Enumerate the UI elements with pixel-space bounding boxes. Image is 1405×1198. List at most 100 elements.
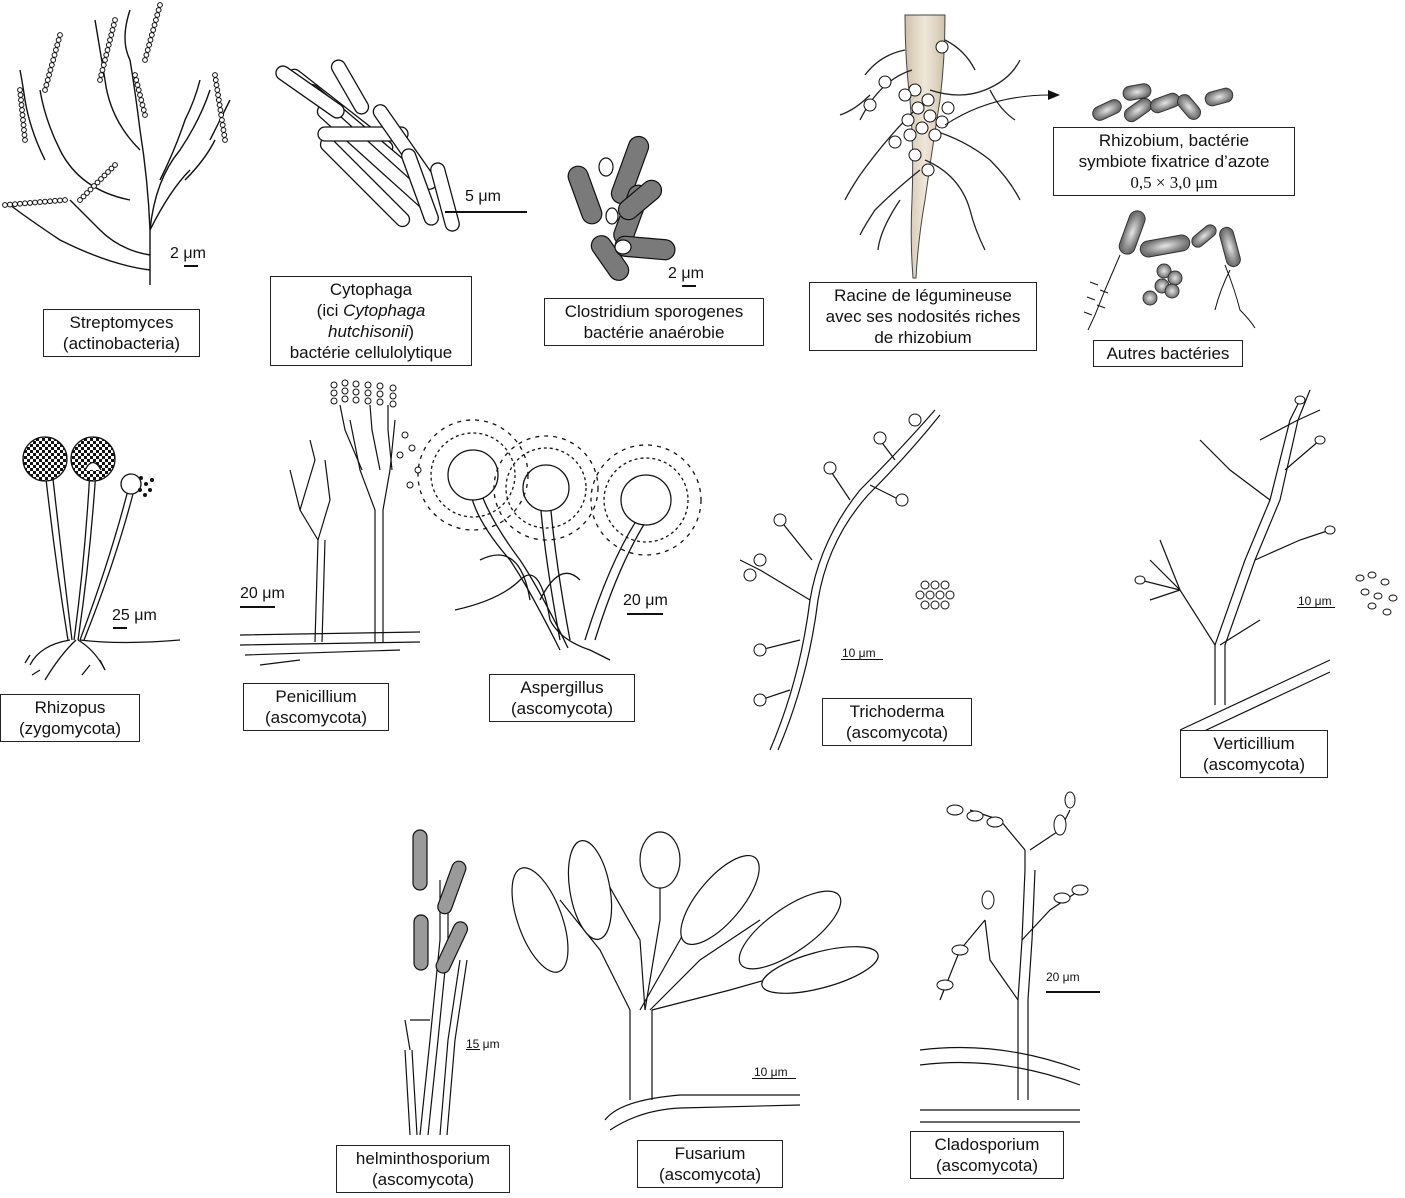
other-bacteria-label: Autres bactéries	[1093, 340, 1243, 367]
spore	[8, 202, 13, 207]
rhizopus-label-line1: Rhizopus	[7, 697, 133, 718]
spore	[20, 113, 25, 118]
spore	[48, 68, 53, 73]
aspergillus-scale-bar	[627, 613, 663, 615]
trichoderma-label-line1: Trichoderma	[829, 701, 965, 722]
spore	[44, 83, 49, 88]
verticillium-label-line2: (ascomycota)	[1187, 754, 1321, 775]
fusarium-drawing	[501, 832, 883, 1130]
streptomyces-label-line2: (actinobacteria)	[50, 333, 193, 354]
spore	[23, 201, 28, 206]
trichoderma-scale-bar	[841, 659, 883, 660]
rhizopus-scale-bar	[113, 627, 127, 629]
rhizopus-label: Rhizopus (zygomycota)	[0, 694, 140, 742]
fusarium-label-line1: Fusarium	[644, 1143, 776, 1164]
spore	[22, 133, 27, 138]
cytophaga-label-line1: Cytophaga	[277, 279, 465, 300]
spore	[220, 123, 225, 128]
helminthosporium-label-line1: helminthosporium	[343, 1148, 503, 1169]
spore	[99, 73, 104, 78]
spore	[109, 33, 114, 38]
rhizobium-label-line2: symbiote fixatrice d’azote	[1060, 151, 1288, 172]
fusarium-scale-bar	[752, 1078, 796, 1079]
verticillium-conidia	[1135, 396, 1397, 615]
clostridium-scale-text: 2 μm	[668, 265, 704, 283]
spore	[143, 58, 148, 63]
spore	[215, 88, 220, 93]
racine-label-line3: de rhizobium	[816, 327, 1030, 348]
streptomyces-label-line1: Streptomyces	[50, 312, 193, 333]
spore	[216, 98, 221, 103]
spore	[54, 48, 59, 53]
spore	[20, 108, 25, 113]
spore	[135, 83, 140, 88]
clostridium-scale-bar	[682, 285, 696, 287]
spore	[21, 123, 26, 128]
streptomyces-label: Streptomyces (actinobacteria)	[43, 309, 200, 357]
spore	[155, 13, 160, 18]
rhizobium-label: Rhizobium, bactérie symbiote fixatrice d…	[1053, 127, 1295, 196]
spore	[19, 103, 24, 108]
verticillium-label: Verticillium (ascomycota)	[1180, 730, 1328, 778]
spore	[21, 118, 26, 123]
spore	[18, 201, 23, 206]
clostridium-drawing	[565, 134, 675, 285]
spore	[47, 73, 52, 78]
other-bacteria-label-line1: Autres bactéries	[1100, 343, 1236, 364]
spore	[156, 8, 161, 13]
spore	[111, 23, 116, 28]
spore	[53, 198, 58, 203]
fusarium-label: Fusarium (ascomycota)	[637, 1140, 783, 1188]
spore	[143, 113, 148, 118]
cytophaga-line2-suffix: )	[408, 322, 414, 341]
rhizopus-drawing	[23, 437, 180, 680]
rhizobium-size: 0,5 × 3,0 μm	[1060, 172, 1288, 193]
trichoderma-conidia	[744, 414, 954, 706]
rhizobium-drawing	[1090, 83, 1234, 125]
spore	[134, 78, 139, 83]
spore	[149, 33, 154, 38]
spore	[144, 53, 149, 58]
cytophaga-drawing	[273, 58, 461, 233]
penicillium-scale-text: 20 μm	[240, 585, 285, 603]
spore	[113, 18, 118, 23]
helminthosporium-drawing	[405, 830, 470, 1135]
spore	[113, 163, 118, 168]
spore	[219, 113, 224, 118]
spore	[98, 78, 103, 83]
spore	[138, 93, 143, 98]
cladosporium-label-line2: (ascomycota)	[917, 1155, 1057, 1176]
spore	[58, 198, 63, 203]
rhizobium-label-line1: Rhizobium, bactérie	[1060, 130, 1288, 151]
helminthosporium-scale-bar	[466, 1049, 480, 1050]
verticillium-label-line1: Verticillium	[1187, 733, 1321, 754]
spore	[148, 38, 153, 43]
racine-label-line2: avec ses nodosités riches	[816, 306, 1030, 327]
spore	[58, 33, 63, 38]
spore	[141, 108, 146, 113]
cladosporium-scale-text: 20 μm	[1046, 968, 1080, 986]
spore	[22, 128, 27, 133]
other-bacteria-drawing	[1084, 209, 1255, 330]
cladosporium-label-line1: Cladosporium	[917, 1134, 1057, 1155]
verticillium-drawing	[1140, 390, 1330, 740]
spore	[100, 68, 105, 73]
cytophaga-scale-bar	[445, 211, 527, 213]
aspergillus-drawing	[418, 420, 701, 660]
streptomyces-scale-text: 2 μm	[170, 245, 206, 263]
verticillium-scale-bar	[1297, 607, 1335, 608]
penicillium-label-line2: (ascomycota)	[250, 707, 382, 728]
aspergillus-label-line2: (ascomycota)	[496, 698, 628, 719]
spore	[63, 198, 68, 203]
cladosporium-scale-bar	[1046, 991, 1100, 993]
penicillium-label: Penicillium (ascomycota)	[243, 683, 389, 731]
spore	[154, 18, 159, 23]
cladosporium-label: Cladosporium (ascomycota)	[910, 1131, 1064, 1179]
clostridium-label-line1: Clostridium sporogenes	[551, 301, 757, 322]
helminthosporium-label-line2: (ascomycota)	[343, 1169, 503, 1190]
cytophaga-line2-prefix: (ici	[317, 301, 343, 320]
cladosporium-drawing	[920, 810, 1080, 1122]
spore	[52, 53, 57, 58]
spore	[51, 58, 56, 63]
clostridium-label-line2: bactérie anaérobie	[551, 322, 757, 343]
